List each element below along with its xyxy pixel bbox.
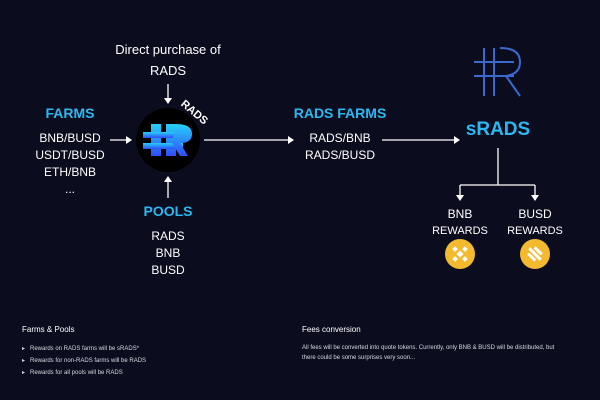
arrow-farms-to-rads	[110, 136, 132, 144]
bnb-rewards-line1: BNB	[447, 207, 473, 221]
busd-rewards-line2: REWARDS	[507, 225, 563, 237]
pools-item: RADS	[151, 229, 185, 243]
farms-item: ...	[64, 182, 75, 196]
pools-item: BNB	[155, 246, 181, 260]
direct-purchase-line2: RADS	[149, 63, 187, 78]
footer-fees-text-line2: there could be some surprises very soon.…	[302, 355, 416, 361]
footer-farms-pools-list: Rewards on RADS farms will be sRADS* Rew…	[22, 343, 262, 379]
rads-farms-item: RADS/BNB	[309, 131, 371, 145]
rads-logo-icon	[136, 108, 200, 172]
srads-title: sRADS	[465, 119, 531, 140]
pools-title: POOLS	[143, 203, 193, 219]
srads-logo-icon	[474, 47, 522, 97]
bnb-rewards-label: BNB REWARDS	[425, 206, 495, 240]
pools-block: POOLS RADS BNB BUSD	[128, 202, 208, 279]
bnb-rewards-line2: REWARDS	[432, 225, 488, 237]
pools-item: BUSD	[151, 263, 185, 277]
bnb-coin-icon	[445, 239, 475, 269]
rads-farms-item: RADS/BUSD	[304, 148, 375, 162]
farms-item: USDT/BUSD	[35, 148, 105, 162]
arrow-purchase-to-rads	[164, 84, 172, 104]
footer-farms-pools: Farms & Pools Rewards on RADS farms will…	[22, 325, 262, 379]
farms-title: FARMS	[45, 105, 95, 121]
busd-rewards-label: BUSD REWARDS	[500, 206, 570, 240]
farms-block: FARMS BNB/BUSD USDT/BUSD ETH/BNB ...	[22, 104, 118, 198]
footer-fees: Fees conversion All fees will be convert…	[302, 325, 592, 363]
direct-purchase-line1: Direct purchase of	[115, 42, 221, 57]
busd-coin-icon	[520, 239, 550, 269]
farms-item: ETH/BNB	[43, 165, 96, 179]
rads-farms-block: RADS FARMS RADS/BNB RADS/BUSD	[290, 104, 390, 164]
list-item: Rewards for all pools will be RADS	[22, 367, 262, 379]
rads-farms-title: RADS FARMS	[293, 105, 387, 121]
busd-rewards-line1: BUSD	[518, 207, 552, 221]
arrow-rads-farms-to-srads	[382, 136, 460, 144]
arrow-srads-branch	[456, 148, 539, 201]
farms-item: BNB/BUSD	[39, 131, 101, 145]
footer-fees-text-line1: All fees will be converted into quote to…	[302, 345, 555, 351]
list-item: Rewards on RADS farms will be sRADS*	[22, 343, 262, 355]
arrow-pools-to-rads	[164, 176, 172, 198]
arrow-rads-to-rads-farms	[204, 136, 294, 144]
direct-purchase-label: Direct purchase of RADS	[88, 41, 248, 80]
footer-fees-title: Fees conversion	[302, 325, 361, 334]
footer-farms-pools-title: Farms & Pools	[22, 325, 75, 334]
list-item: Rewards for non-RADS farms will be RADS	[22, 355, 262, 367]
